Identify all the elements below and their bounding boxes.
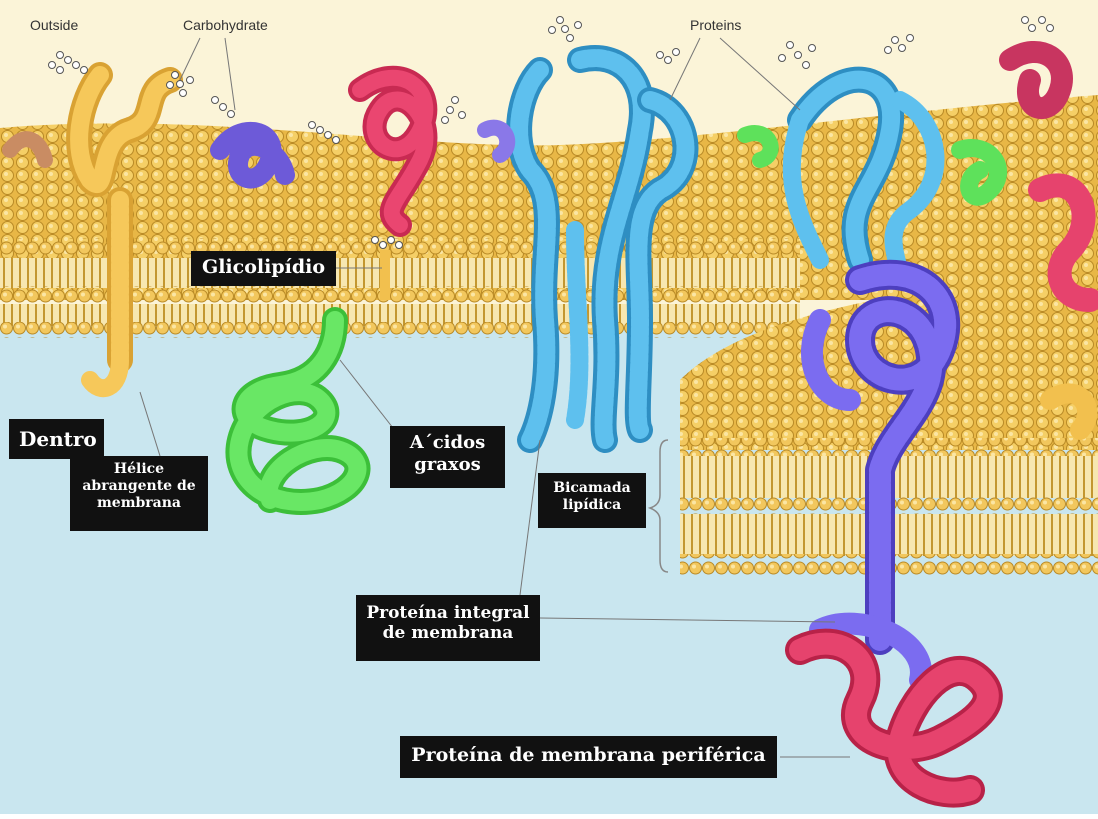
helix-text-2: abrangente de (70, 478, 208, 495)
inside-label: Dentro (9, 419, 104, 459)
helix-text-3: membrana (70, 495, 208, 512)
protein-purple-small (220, 132, 285, 179)
glycolipid-label: Glicolipídio (191, 251, 336, 286)
helix-label: Hélice abrangente de membrana (70, 456, 208, 531)
inside-text: Dentro (19, 427, 104, 451)
bilayer-text-1: Bicamada (538, 480, 646, 497)
integral-text-1: Proteína integral (356, 603, 540, 623)
fatty-acids-label: A´cidos graxos (390, 426, 505, 488)
outside-label: Outside (30, 17, 78, 33)
integral-protein-label: Proteína integral de membrana (356, 595, 540, 661)
proteins-label: Proteins (690, 17, 741, 33)
glycolipid-text: Glicolipídio (191, 256, 336, 279)
protein-green-small (960, 148, 998, 197)
peripheral-protein-label: Proteína de membrana periférica (400, 736, 777, 778)
peripheral-text: Proteína de membrana periférica (400, 744, 777, 767)
bilayer-text-2: lipídica (538, 497, 646, 514)
carbohydrate-label: Carbohydrate (183, 17, 268, 33)
fatty-acids-text-1: A´cidos (390, 432, 505, 454)
bilayer-label: Bicamada lipídica (538, 473, 646, 528)
fatty-acids-text-2: graxos (390, 454, 505, 476)
helix-text-1: Hélice (70, 461, 208, 478)
integral-text-2: de membrana (356, 623, 540, 643)
